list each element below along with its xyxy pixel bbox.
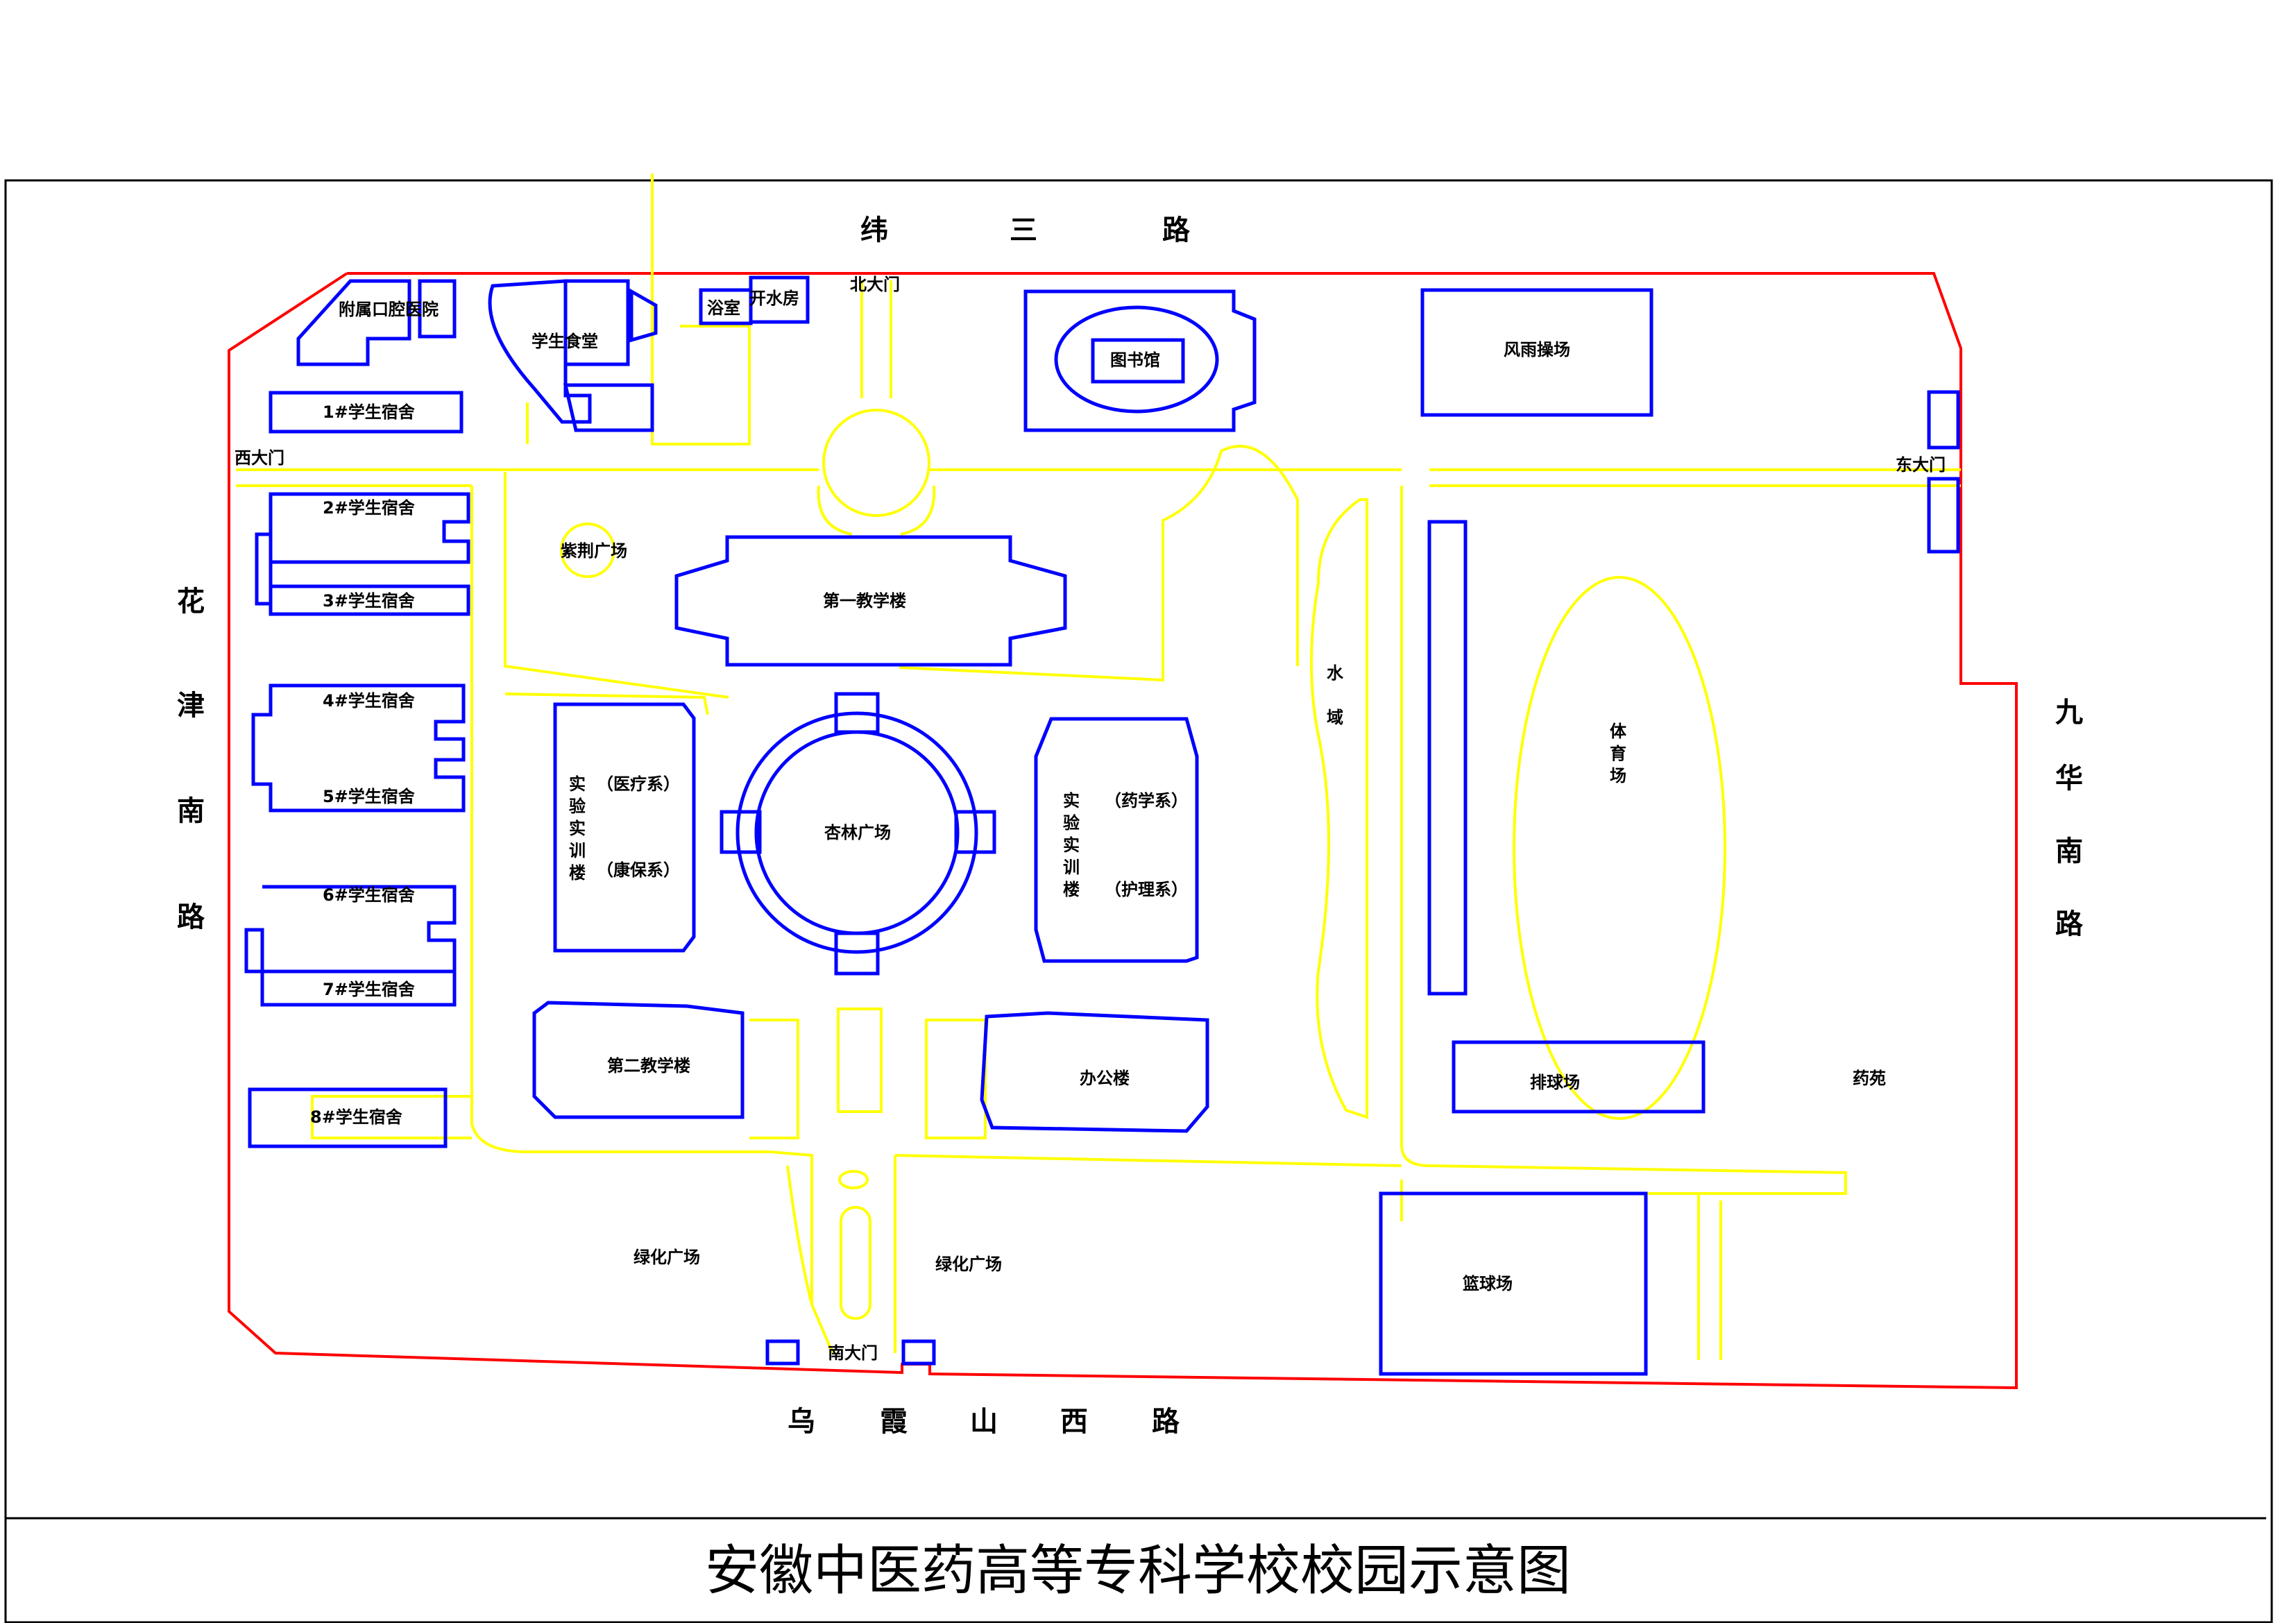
green-plaza-west-label: 绿化广场 [633,1248,700,1267]
volleyball-label: 排球场 [1530,1073,1580,1092]
dorm2-label: 2#学生宿舍 [323,498,416,518]
lab-west-label: 实 验 实 训 楼 （医疗系） （康保系） [569,774,680,883]
svg-text:三: 三 [1010,214,1037,246]
svg-text:乌: 乌 [788,1406,815,1438]
svg-text:实: 实 [569,819,586,838]
xinglin-plaza-label: 杏林广场 [824,823,891,842]
svg-text:实: 实 [569,774,586,794]
canteen-label: 学生食堂 [532,332,598,351]
svg-text:体: 体 [1610,722,1627,741]
map-title: 安徽中医药高等专科学校校园示意图 [705,1540,1571,1602]
svg-text:华: 华 [2055,763,2083,794]
dorm1-label: 1#学生宿舍 [323,402,416,422]
basketball-label: 篮球场 [1462,1274,1513,1293]
water-label: 水 域 [1327,663,1344,727]
svg-text:花: 花 [177,586,205,618]
svg-text:南: 南 [2055,835,2083,867]
road-west-label: 花 津 南 路 [177,586,205,933]
road-east-label: 九 华 南 路 [2055,697,2084,940]
teaching1-label: 第一教学楼 [823,591,906,611]
buildings [244,275,1960,1376]
svg-text:西: 西 [1060,1406,1088,1438]
green-plaza-east-label: 绿化广场 [935,1255,1002,1274]
svg-text:纬: 纬 [860,214,888,246]
lab-east-label: 实 验 实 训 楼 （药学系） （护理系） [1063,791,1188,899]
svg-text:验: 验 [569,797,586,816]
svg-text:场: 场 [1610,766,1626,785]
bath-label: 浴室 [707,298,740,318]
svg-text:训: 训 [569,841,586,860]
campus-boundary [228,272,2018,1390]
svg-text:验: 验 [1063,813,1080,833]
svg-text:津: 津 [177,690,205,722]
south-gate-label: 南大门 [828,1343,878,1363]
svg-text:霞: 霞 [880,1406,908,1438]
road-north-label: 纬 三 路 [860,214,1191,246]
svg-text:路: 路 [1152,1406,1180,1438]
svg-text:实: 实 [1063,791,1080,810]
teaching2-label: 第二教学楼 [607,1056,690,1076]
zijing-plaza-label: 紫荆广场 [561,541,627,561]
clinic-label: 附属口腔医院 [339,300,439,319]
dorm4-label: 4#学生宿舍 [323,691,416,711]
svg-text:路: 路 [177,901,205,933]
svg-text:实: 实 [1063,835,1080,855]
boiler-label: 开水房 [749,289,799,308]
office-label: 办公楼 [1080,1069,1130,1088]
library-label: 图书馆 [1110,350,1160,370]
svg-text:路: 路 [1162,214,1191,246]
svg-text:楼: 楼 [569,863,586,883]
svg-text:训: 训 [1063,858,1080,877]
dorm5-label: 5#学生宿舍 [323,787,416,806]
svg-text:域: 域 [1327,708,1343,727]
north-gate-label: 北大门 [850,275,900,294]
svg-text:（药学系）: （药学系） [1105,791,1188,810]
svg-text:育: 育 [1610,744,1626,763]
svg-text:水: 水 [1327,663,1344,683]
dorm6-label: 6#学生宿舍 [323,885,416,905]
east-gate-label: 东大门 [1896,455,1946,475]
svg-text:路: 路 [2055,908,2084,940]
svg-text:（医疗系）: （医疗系） [597,774,680,794]
dorm8-label: 8#学生宿舍 [310,1107,403,1127]
herb-garden-label: 药苑 [1853,1069,1886,1088]
svg-text:楼: 楼 [1063,880,1080,899]
road-south-label: 乌 霞 山 西 路 [788,1406,1180,1438]
dorm7-label: 7#学生宿舍 [323,980,416,999]
svg-text:九: 九 [2055,697,2083,729]
svg-text:山: 山 [970,1406,998,1438]
west-gate-label: 西大门 [235,448,284,468]
outer-frame [4,179,2273,1623]
rain-field-label: 风雨操场 [1504,340,1570,359]
svg-text:（康保系）: （康保系） [597,860,680,880]
dorm3-label: 3#学生宿舍 [323,591,416,611]
svg-text:（护理系）: （护理系） [1105,880,1188,899]
svg-text:南: 南 [177,795,205,827]
sports-field-label: 体 育 场 [1610,722,1627,785]
walkways [236,173,1961,1360]
